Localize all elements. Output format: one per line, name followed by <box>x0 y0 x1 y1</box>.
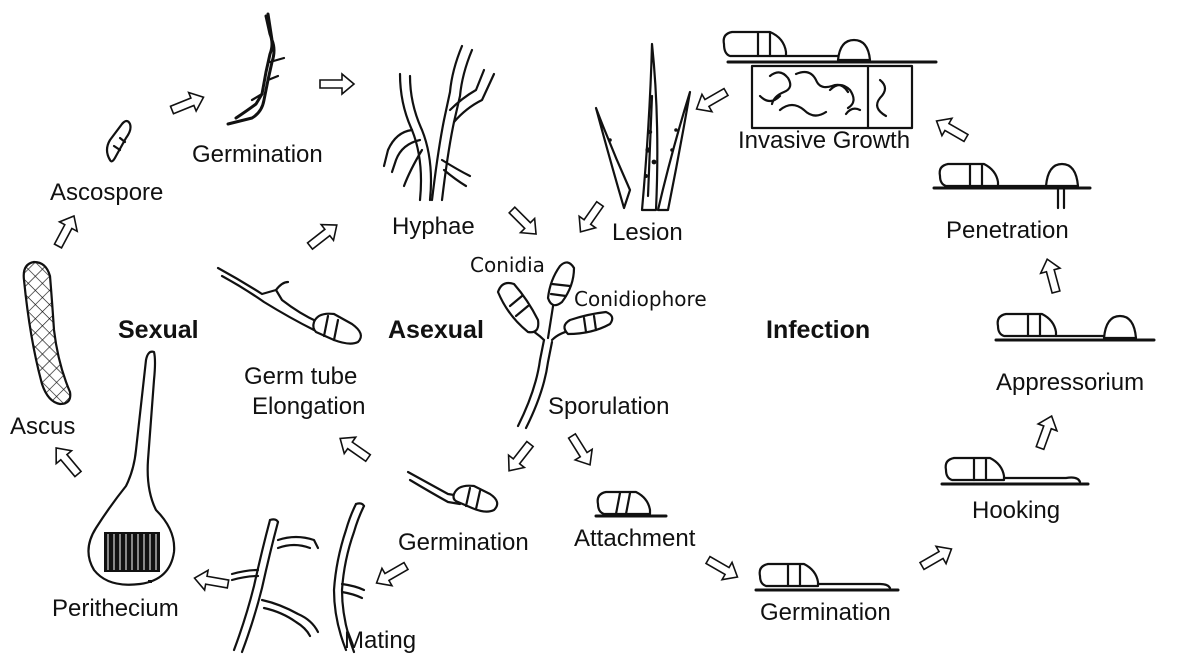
germinating-ascospore-illustration <box>228 14 284 124</box>
appressorium-label: Appressorium <box>996 369 1144 396</box>
arrow-sporulation-to-attachment <box>564 431 599 470</box>
perithecium-illustration <box>88 352 174 585</box>
leaf-lesion-illustration <box>596 44 690 210</box>
hooking-illustration <box>942 458 1088 484</box>
arrow-perithecium-to-ascus <box>48 442 85 481</box>
infection-section-title: Infection <box>766 316 870 344</box>
penetration-illustration <box>934 164 1090 208</box>
germination-top-label: Germination <box>192 141 323 168</box>
asexual-section-title: Asexual <box>388 316 484 344</box>
arrow-germination-to-mating <box>372 557 411 591</box>
attachment-label: Attachment <box>574 525 696 552</box>
arrow-invasive-to-lesion <box>692 83 731 117</box>
attachment-illustration <box>596 492 666 516</box>
arrow-sporulation-to-germination <box>501 438 538 477</box>
ascus-label: Ascus <box>10 413 75 440</box>
arrow-hooking-to-appressorium <box>1031 413 1061 452</box>
arrow-germination-to-hooking <box>917 540 956 574</box>
germ-tube-label-line1: Germ tube <box>244 363 357 390</box>
invasive-growth-label: Invasive Growth <box>738 127 910 154</box>
germination-mid-label: Germination <box>398 529 529 556</box>
arrow-lesion-to-conidia <box>572 198 608 237</box>
ascus-illustration <box>24 262 71 404</box>
invasive-growth-illustration <box>724 32 936 128</box>
lesion-label: Lesion <box>612 219 683 246</box>
ascospore-label: Ascospore <box>50 179 163 206</box>
arrow-appressorium-to-penetration <box>1038 257 1066 295</box>
arrow-attachment-to-germination <box>703 551 742 585</box>
sexual-section-title: Sexual <box>118 316 199 344</box>
arrow-penetration-to-invasive <box>932 112 971 146</box>
arrow-germination-to-germtube <box>334 430 373 466</box>
arrow-ascospore-to-germination <box>168 88 207 119</box>
arrow-mating-to-perithecium <box>193 568 230 594</box>
arrow-hyphae-to-conidia <box>505 203 543 241</box>
hyphae-label: Hyphae <box>392 213 475 240</box>
germinating-conidium-illustration <box>408 472 497 512</box>
conidiophore-label: Conidiophore <box>574 287 707 311</box>
ascospore-illustration <box>107 121 131 161</box>
sporulation-label: Sporulation <box>548 393 669 420</box>
penetration-label: Penetration <box>946 217 1069 244</box>
perithecium-label: Perithecium <box>52 595 179 622</box>
germ-tube-label-line2: Elongation <box>252 393 365 420</box>
hyphae-illustration <box>384 46 494 200</box>
germination-bottom-label: Germination <box>760 599 891 626</box>
conidia-label: Conidia <box>470 253 545 277</box>
mating-label: Mating <box>344 627 416 654</box>
germinating-on-surface-illustration <box>756 564 898 590</box>
perithecium-asci <box>104 532 160 572</box>
hooking-label: Hooking <box>972 497 1060 524</box>
germ-tube-elongation-illustration <box>218 268 361 344</box>
appressorium-illustration <box>996 314 1154 340</box>
arrow-ascus-to-ascospore <box>49 211 83 250</box>
arrow-germination-to-hyphae <box>320 74 354 94</box>
arrow-germtube-to-hyphae <box>304 217 343 254</box>
